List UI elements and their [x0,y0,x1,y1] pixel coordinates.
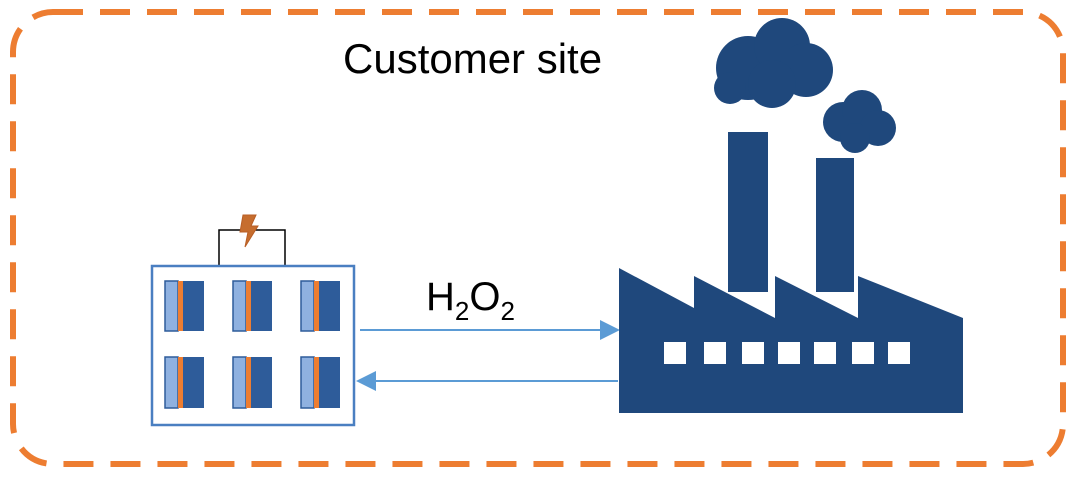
cell [300,280,340,332]
factory-windows [664,342,910,364]
cell [164,280,204,332]
smoke-cloud-large [714,18,833,108]
h2o2-label-sub-2: 2 [500,296,515,326]
customer-site-boundary [10,9,1066,467]
cell [164,356,204,409]
smoke-cloud-small [823,90,896,153]
cell [300,356,340,409]
factory-icon [619,18,963,413]
lightning-icon [239,214,259,248]
h2o2-label-o: O [469,275,501,319]
chimney [728,132,768,292]
h2o2-label: H2O2 [426,277,515,324]
factory-building [619,268,963,413]
chimney [816,158,854,292]
cell [232,356,272,409]
customer-site-title: Customer site [343,35,603,82]
h2o2-label-h: H [426,275,455,319]
cell [232,280,272,332]
h2o2-label-sub-1: 2 [454,296,470,326]
electrochemical-cell-stack-icon [150,214,356,427]
